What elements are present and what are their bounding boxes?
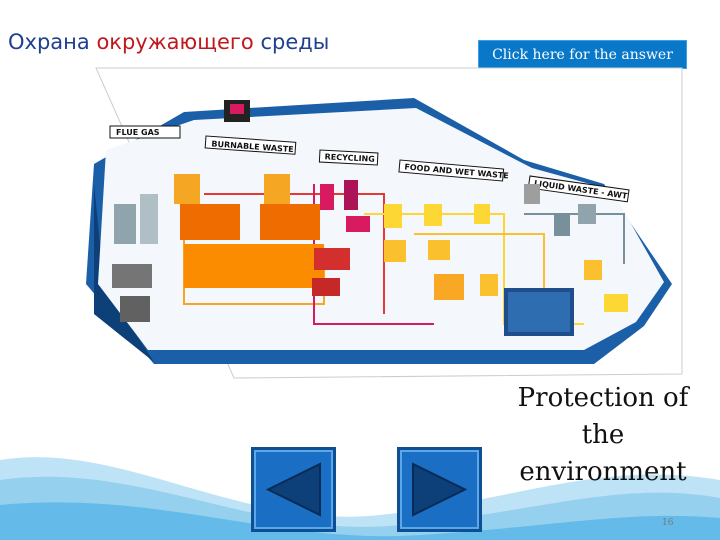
label-recycling: RECYCLING <box>324 152 375 164</box>
triangle-left-icon <box>265 462 321 517</box>
title-part-accent: окружающего <box>96 30 254 54</box>
title-part-3: среды <box>253 30 330 54</box>
next-slide-button[interactable] <box>397 447 482 532</box>
caption-line-3: environment <box>519 457 687 487</box>
slide-caption: Protection of the environment <box>506 380 700 491</box>
title-part-1: Охрана <box>8 30 97 54</box>
answer-button[interactable]: Click here for the answer <box>478 40 687 69</box>
ship-waste-diagram: FLUE GAS BURNABLE WASTE RECYCLING FOOD A… <box>86 67 683 379</box>
caption-line-2: the <box>581 420 625 450</box>
previous-slide-button[interactable] <box>251 447 336 532</box>
label-flue-gas: FLUE GAS <box>116 128 160 137</box>
slide-title: Охрана окружающего среды <box>8 30 329 54</box>
page-number: 16 <box>662 518 674 528</box>
caption-line-1: Protection of <box>517 383 689 413</box>
decorative-wave <box>0 457 720 540</box>
triangle-right-icon <box>412 462 468 517</box>
machinery <box>112 174 628 336</box>
